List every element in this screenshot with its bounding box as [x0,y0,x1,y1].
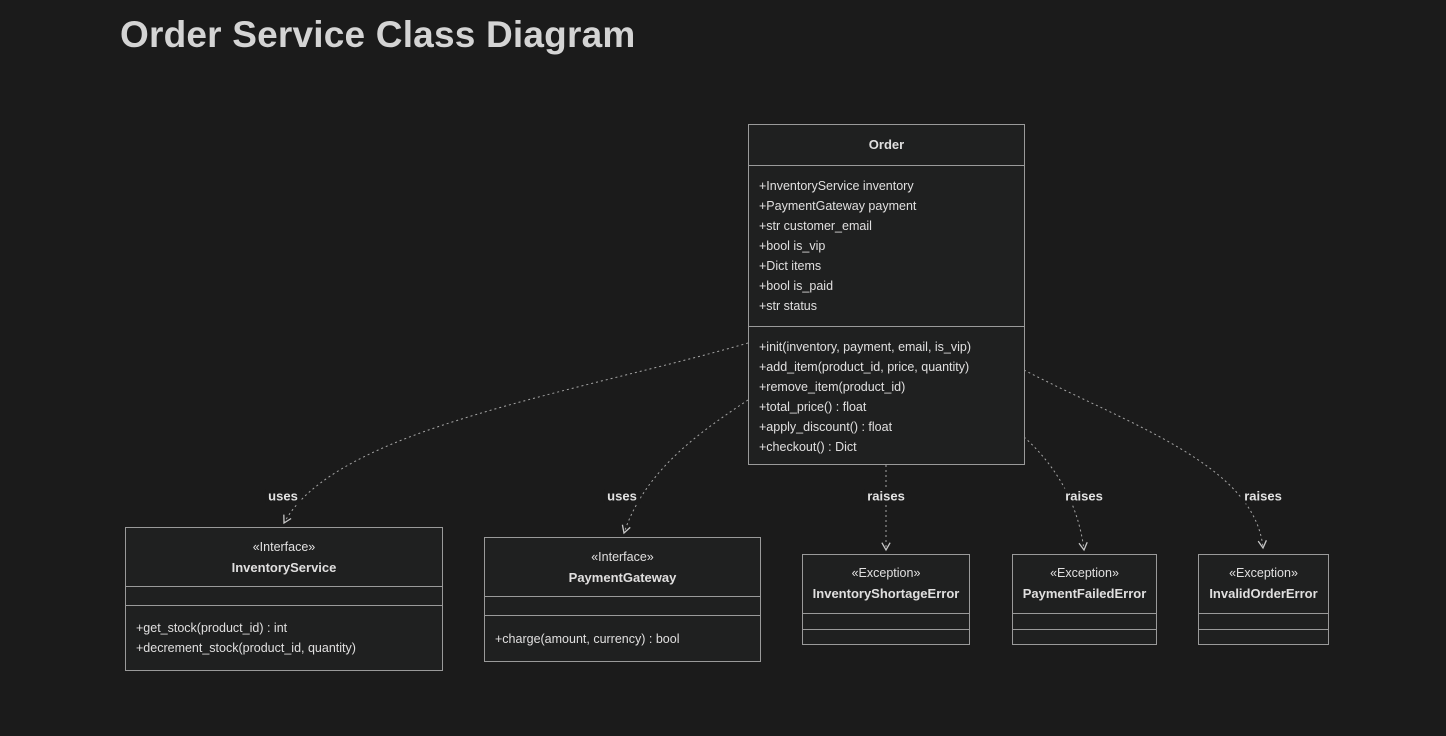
edge-label-raises-inventoryshortageerror: raises [864,488,908,504]
class-annotation: «Interface» [591,550,654,564]
methods-section-empty [1013,630,1156,644]
method-row: +get_stock(product_id) : int [136,621,288,635]
page-title: Order Service Class Diagram [120,14,636,55]
methods-section: +get_stock(product_id) : int +decrement_… [126,606,442,658]
method-row: +total_price() : float [759,400,867,414]
class-header: «Interface» PaymentGateway [485,538,760,597]
method-row: +checkout() : Dict [759,440,857,454]
methods-section-empty [803,630,969,644]
class-box-paymentgateway: «Interface» PaymentGateway +charge(amoun… [484,537,761,662]
class-name: PaymentGateway [568,570,677,585]
attribute-row: +Dict items [759,259,822,273]
class-annotation: «Interface» [252,540,316,554]
edge-label-uses-paymentgateway: uses [604,488,640,504]
class-name: InventoryService [231,560,337,575]
edge-label-uses-inventoryservice: uses [265,488,301,504]
class-header: «Exception» InvalidOrderError [1199,555,1328,614]
class-header: «Exception» InventoryShortageError [803,555,969,614]
method-row: +apply_discount() : float [759,420,893,434]
edge-order-raises-paymentfailederror [1023,436,1088,552]
edge-order-uses-inventoryservice [283,342,749,525]
class-box-invalidordererror: «Exception» InvalidOrderError [1198,554,1329,645]
method-row: +remove_item(product_id) [759,380,906,394]
class-name: InventoryShortageError [812,586,960,601]
class-header: «Exception» PaymentFailedError [1013,555,1156,614]
edge-order-raises-invalidordererror [1023,369,1267,550]
attribute-row: +bool is_paid [759,279,834,293]
method-row: +decrement_stock(product_id, quantity) [136,641,356,655]
attribute-row: +str status [759,299,818,313]
class-name: Order [868,137,905,152]
method-row: +charge(amount, currency) : bool [495,632,680,646]
attributes-section-empty [1199,614,1328,630]
class-annotation: «Exception» [1050,566,1119,580]
class-box-order: Order +InventoryService inventory +Payme… [748,124,1025,465]
attribute-row: +str customer_email [759,219,872,233]
methods-section-empty [1199,630,1328,644]
class-box-inventoryshortageerror: «Exception» InventoryShortageError [802,554,970,645]
class-annotation: «Exception» [1229,566,1298,580]
class-box-inventoryservice: «Interface» InventoryService +get_stock(… [125,527,443,671]
class-box-paymentfailederror: «Exception» PaymentFailedError [1012,554,1157,645]
class-header: «Interface» InventoryService [126,528,442,587]
edge-label-raises-invalidordererror: raises [1241,488,1285,504]
attributes-section-empty [1013,614,1156,630]
methods-section: +charge(amount, currency) : bool [485,616,760,649]
methods-section: +init(inventory, payment, email, is_vip)… [749,327,1024,467]
attribute-row: +InventoryService inventory [759,179,914,193]
edge-label-raises-paymentfailederror: raises [1062,488,1106,504]
attributes-section-empty [126,587,442,606]
class-annotation: «Exception» [851,566,921,580]
attribute-row: +bool is_vip [759,239,826,253]
class-header: Order [749,125,1024,166]
attributes-section: +InventoryService inventory +PaymentGate… [749,166,1024,327]
method-row: +init(inventory, payment, email, is_vip) [759,340,972,354]
attribute-row: +PaymentGateway payment [759,199,917,213]
class-name: InvalidOrderError [1209,586,1318,601]
attributes-section-empty [803,614,969,630]
method-row: +add_item(product_id, price, quantity) [759,360,970,374]
class-name: PaymentFailedError [1022,586,1147,601]
edge-order-uses-paymentgateway [621,399,749,535]
attributes-section-empty [485,597,760,616]
